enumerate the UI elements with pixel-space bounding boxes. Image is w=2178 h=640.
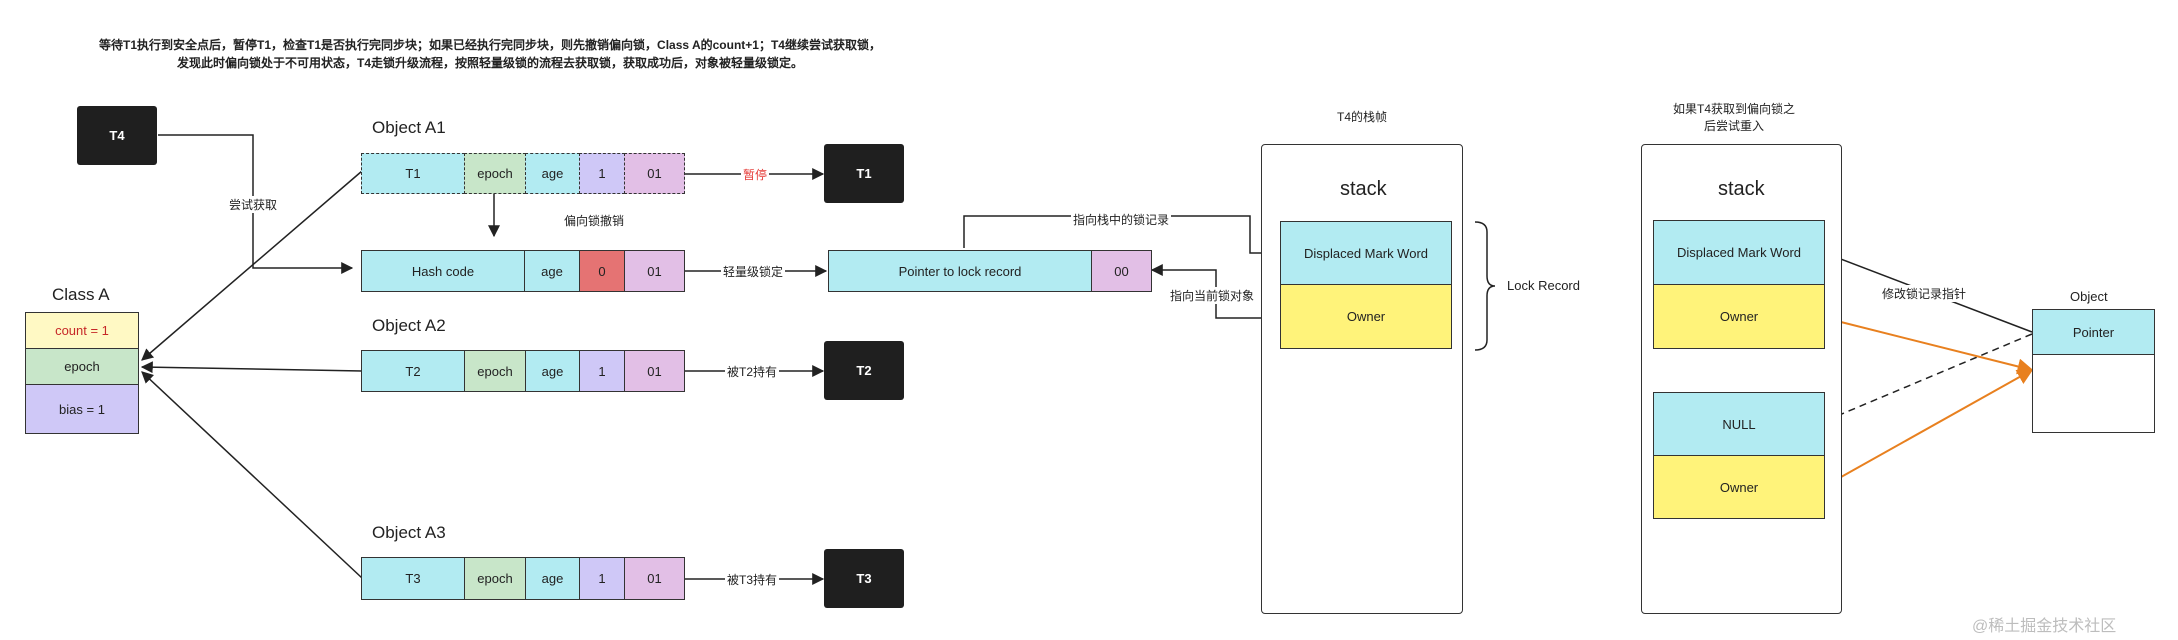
a3-field-epoch: epoch	[464, 557, 526, 600]
class-a-count: count = 1	[25, 312, 139, 349]
stack2-null: NULL	[1653, 392, 1825, 456]
edge-held-t2: 被T2持有	[725, 363, 780, 380]
a1-field-age: age	[525, 153, 580, 194]
a2-field-lock: 01	[624, 350, 685, 392]
edge-pause: 暂停	[741, 166, 770, 183]
a2-field-epoch: epoch	[464, 350, 526, 392]
a1-field-epoch: epoch	[464, 153, 526, 194]
a1-field-owner: T1	[361, 153, 465, 194]
edge-modify-pointer: 修改锁记录指针	[1880, 285, 1969, 302]
edge-point-to-record: 指向栈中的锁记录	[1071, 211, 1172, 228]
stack2-caption: 如果T4获取到偏向锁之 后尝试重入	[1673, 100, 1795, 134]
a2-field-age: age	[525, 350, 580, 392]
lock-record-brace	[1474, 221, 1496, 351]
thread-t3: T3	[824, 549, 904, 608]
a2-field-bias: 1	[579, 350, 625, 392]
object-a3-title: Object A3	[372, 523, 446, 542]
a2-field-owner: T2	[361, 350, 465, 392]
owner2-orange-arrow	[1824, 369, 2034, 487]
pointer-to-record-arrow	[963, 215, 1282, 259]
stack2-caption-line-1: 如果T4获取到偏向锁之	[1673, 102, 1796, 116]
a1-class-arrow	[141, 170, 363, 361]
dashed-null-arrow	[1823, 333, 2033, 423]
a1-field-bias: 1	[579, 153, 625, 194]
note-line-1: 等待T1执行到安全点后，暂停T1，检查T1是否执行完同步块；如果已经执行完同步块…	[99, 38, 881, 52]
revoked-hashcode: Hash code	[361, 250, 525, 292]
edge-revoke: 偏向锁撤销	[562, 212, 627, 229]
revoked-lock: 01	[624, 250, 685, 292]
stack2-title: stack	[1718, 178, 1765, 200]
a3-class-arrow	[141, 371, 363, 579]
stack2-caption-line-2: 后尝试重入	[1704, 119, 1765, 133]
lock-record-pointer: Pointer to lock record	[828, 250, 1092, 292]
revoked-bias: 0	[579, 250, 625, 292]
thread-t2: T2	[824, 341, 904, 400]
a2-class-arrow	[140, 361, 363, 374]
class-a-bias: bias = 1	[25, 384, 139, 434]
note-text: 等待T1执行到安全点后，暂停T1，检查T1是否执行完同步块；如果已经执行完同步块…	[20, 36, 960, 72]
stack1-frame	[1261, 144, 1463, 614]
edge-try-acquire: 尝试获取	[227, 196, 280, 213]
lock-record-bits: 00	[1091, 250, 1152, 292]
lock-record-label: Lock Record	[1507, 278, 1580, 293]
edge-held-t3: 被T3持有	[725, 571, 780, 588]
stack1-owner: Owner	[1280, 284, 1452, 349]
edge-lightweight: 轻量级锁定	[721, 263, 786, 280]
class-a-title: Class A	[52, 285, 110, 304]
note-line-2: 发现此时偏向锁处于不可用状态，T4走锁升级流程，按照轻量级锁的流程去获取锁，获取…	[176, 56, 803, 70]
stack2-owner-1: Owner	[1653, 284, 1825, 349]
thread-t4: T4	[77, 106, 157, 165]
a3-field-bias: 1	[579, 557, 625, 600]
stack2-frame	[1641, 144, 1842, 614]
revoked-age: age	[524, 250, 580, 292]
a3-field-lock: 01	[624, 557, 685, 600]
object-a1-title: Object A1	[372, 118, 446, 137]
stack2-displaced: Displaced Mark Word	[1653, 220, 1825, 285]
a1-field-lock: 01	[624, 153, 685, 194]
stack1-caption: T4的栈帧	[1337, 110, 1388, 124]
a3-field-owner: T3	[361, 557, 465, 600]
watermark: @稀土掘金技术社区	[1972, 618, 2117, 635]
owner1-orange-arrow	[1824, 317, 2034, 375]
class-a-epoch: epoch	[25, 348, 139, 385]
edge-point-to-object: 指向当前锁对象	[1168, 287, 1257, 304]
object-a2-title: Object A2	[372, 316, 446, 335]
stack1-displaced: Displaced Mark Word	[1280, 221, 1452, 285]
a3-field-age: age	[525, 557, 580, 600]
object-right-body	[2032, 354, 2155, 433]
thread-t1: T1	[824, 144, 904, 203]
stack2-owner-2: Owner	[1653, 455, 1825, 519]
stack1-title: stack	[1340, 178, 1387, 200]
object-right-title: Object	[2070, 289, 2108, 304]
object-right-pointer: Pointer	[2032, 309, 2155, 355]
